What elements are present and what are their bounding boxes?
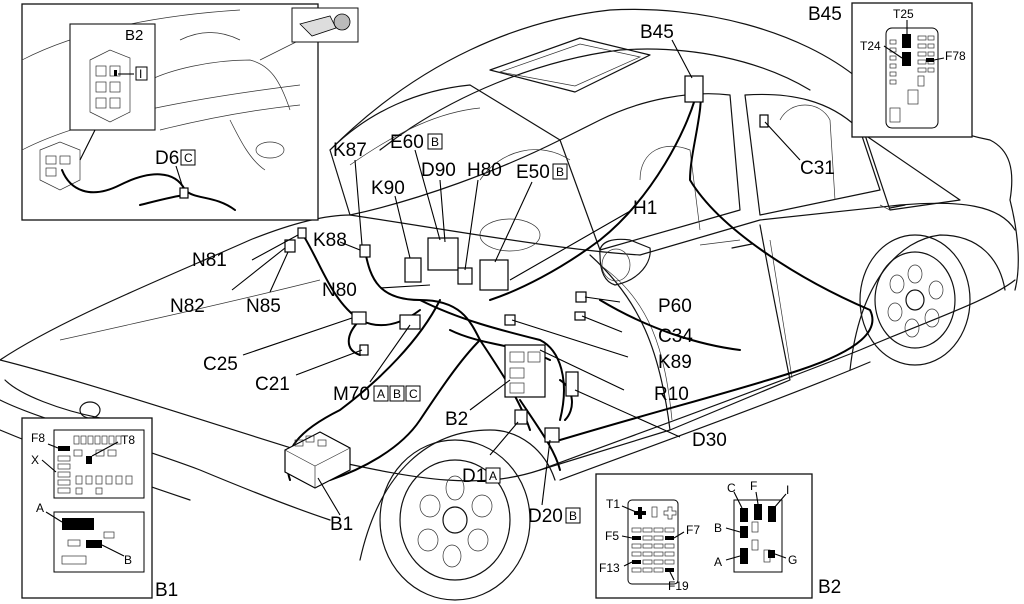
leader-lines xyxy=(231,39,801,516)
inset-b2-f13: F13 xyxy=(599,561,620,575)
inset-b2-f5: F5 xyxy=(605,529,619,543)
label-k90: K90 xyxy=(371,178,405,199)
label-h1: H1 xyxy=(633,198,657,219)
inset-b2-i: I xyxy=(786,483,789,497)
c34-connector xyxy=(574,311,586,321)
e50-connector xyxy=(479,259,509,291)
label-n85: N85 xyxy=(246,296,281,317)
label-k87: K87 xyxy=(333,140,367,161)
main-labels: B45 C31 H1 E50 B H80 D90 E60 B K87 K90 K… xyxy=(170,22,835,535)
label-c34: C34 xyxy=(658,326,693,347)
wiring-harness xyxy=(286,79,874,481)
inset-b1-b: B xyxy=(124,553,132,567)
label-b2: B2 xyxy=(445,409,468,430)
b1-fuse-box xyxy=(284,431,351,489)
inset-b1: B1 F8 T8 X xyxy=(21,417,178,601)
inset-b2-g: G xyxy=(788,553,797,567)
inset-b2-c: C xyxy=(727,481,736,495)
inset-b2-f19: F19 xyxy=(668,579,689,593)
c25-connector xyxy=(351,311,367,325)
label-c25: C25 xyxy=(203,354,238,375)
n85-connector xyxy=(284,239,296,253)
tag-m70-b: B xyxy=(393,387,401,401)
inset-b2-f: F xyxy=(750,479,757,493)
tag-e50: B xyxy=(556,165,564,179)
p60-connector xyxy=(575,291,587,303)
c21-connector xyxy=(359,344,369,356)
label-c21: C21 xyxy=(255,374,290,395)
inset-b45: B45 T25 T24 F78 xyxy=(808,2,973,138)
inset-b2-f7: F7 xyxy=(686,523,700,537)
d90-connector xyxy=(427,237,459,271)
inset-b2-t1: T1 xyxy=(606,497,620,511)
inset-b2-a: A xyxy=(714,555,722,569)
b45-connector xyxy=(684,75,704,103)
inset-b45-t24: T24 xyxy=(860,39,881,53)
inset-tl-b2: B2 xyxy=(125,27,143,44)
n81-connector xyxy=(297,227,307,239)
inset-b1-t8: T8 xyxy=(121,433,135,447)
label-k89: K89 xyxy=(658,352,692,373)
label-h80: H80 xyxy=(467,160,502,181)
label-d20: D20 xyxy=(528,506,563,527)
label-b1: B1 xyxy=(330,514,353,535)
d1-connector xyxy=(514,409,528,425)
d20-connector xyxy=(544,427,560,443)
label-e60: E60 xyxy=(390,132,424,153)
inset-b45-t25: T25 xyxy=(893,7,914,21)
label-n82: N82 xyxy=(170,296,205,317)
k87-connector xyxy=(359,244,371,258)
label-e50: E50 xyxy=(516,162,550,183)
label-c31: C31 xyxy=(800,158,835,179)
h80-connector xyxy=(457,267,473,285)
inset-b45-title: B45 xyxy=(808,4,842,25)
inset-tl-d6-tag: C xyxy=(184,151,193,165)
tag-m70-c: C xyxy=(409,387,418,401)
tag-d1: A xyxy=(489,469,497,483)
b2-relay-box xyxy=(504,344,546,398)
label-k88: K88 xyxy=(313,230,347,251)
label-d30: D30 xyxy=(692,430,727,451)
label-n81: N81 xyxy=(192,250,227,271)
label-b45: B45 xyxy=(640,22,674,43)
inset-b1-f8: F8 xyxy=(31,431,45,445)
label-m70: M70 xyxy=(333,384,370,405)
label-d1: D1 xyxy=(462,466,486,487)
inset-top-left: B2 I D6 C xyxy=(21,3,359,221)
tag-m70-a: A xyxy=(377,387,385,401)
inset-b1-a: A xyxy=(36,501,44,515)
inset-b2: B2 T1 F5 F7 F13 F19 xyxy=(595,473,841,599)
inset-b2-b: B xyxy=(714,521,722,535)
m70-connector xyxy=(399,314,421,330)
label-r10: R10 xyxy=(654,384,689,405)
inset-b1-title: B1 xyxy=(155,580,178,601)
car-outline xyxy=(0,8,1019,601)
inset-b45-f78: F78 xyxy=(945,49,966,63)
d30-connector xyxy=(565,371,579,397)
label-d90: D90 xyxy=(421,160,456,181)
tag-e60: B xyxy=(431,135,439,149)
k90-connector xyxy=(404,257,422,283)
k89-connector xyxy=(504,314,516,326)
inset-b2-title: B2 xyxy=(818,577,841,598)
label-n80: N80 xyxy=(322,280,357,301)
label-p60: P60 xyxy=(658,296,692,317)
c31-connector xyxy=(759,114,769,128)
inset-tl-d6: D6 xyxy=(155,148,179,169)
components xyxy=(284,75,769,489)
inset-tl-pin-tag: I xyxy=(139,67,142,81)
tag-d20: B xyxy=(569,509,577,523)
inset-b1-x: X xyxy=(31,453,39,467)
